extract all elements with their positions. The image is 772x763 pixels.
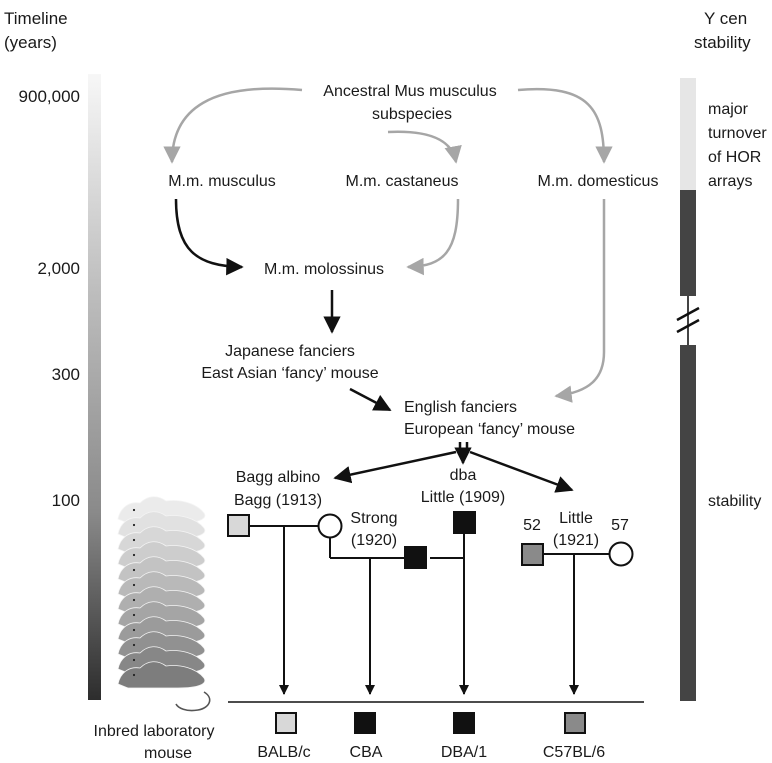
strain-balbc-square <box>275 712 297 734</box>
strain-cba-square <box>354 712 376 734</box>
ycen-major-label-line2: turnover <box>708 125 767 142</box>
bagg-label-line1: Bagg albino <box>236 469 321 486</box>
arrow-japanese-to-english <box>349 387 392 412</box>
inbred-strains: Inbred laboratory mouse BALB/c CBA DBA/1… <box>94 712 605 762</box>
mouse-52-label: 52 <box>523 517 541 534</box>
ycen-major-label-line3: of HOR <box>708 149 761 166</box>
arrow-english-to-little <box>469 450 574 493</box>
strong-male-square <box>404 546 427 569</box>
little-57-circle <box>608 541 634 567</box>
mouse-eye <box>132 598 136 602</box>
node-japanese-line2: East Asian ‘fancy’ mouse <box>201 365 378 382</box>
arrow-ancestral-to-domesticus <box>517 87 613 164</box>
strong-label-line2: (1920) <box>351 532 397 549</box>
ycen-stability-axis: Y cen stability major turnover of HOR ar… <box>676 9 767 701</box>
timeline-tick-2000: 2,000 <box>37 259 80 278</box>
node-japanese-line1: Japanese fanciers <box>225 343 355 360</box>
subspecies-tree: Ancestral Mus musculus subspecies M.m. m… <box>163 83 659 438</box>
little-label-line1: Little <box>559 510 593 527</box>
node-musculus: M.m. musculus <box>168 173 276 190</box>
dba-male-square <box>453 511 476 534</box>
strong-label-line1: Strong <box>350 510 397 527</box>
ycen-stable-segment-upper <box>680 190 696 296</box>
strain-c57bl6-label: C57BL/6 <box>543 744 605 761</box>
inbred-label-line1: Inbred laboratory <box>94 723 215 740</box>
mouse-eye <box>132 658 136 662</box>
node-domesticus: M.m. domesticus <box>538 173 659 190</box>
mouse-silhouette <box>117 661 206 689</box>
mouse-eye <box>132 673 136 677</box>
bagg-label-line2: Bagg (1913) <box>234 492 322 509</box>
ycen-major-label-line4: arrays <box>708 173 752 190</box>
mouse-eye <box>132 508 136 512</box>
timeline-tick-100: 100 <box>52 491 80 510</box>
arrow-ancestral-to-castaneus <box>387 130 462 164</box>
dba-label-line1: dba <box>450 467 477 484</box>
timeline-gradient-bar <box>88 74 101 700</box>
timeline-title-line1: Timeline <box>4 9 68 28</box>
ycen-stability-label: stability <box>708 493 761 510</box>
ycen-major-label-line1: major <box>708 101 749 118</box>
node-ancestral-line2: subspecies <box>372 106 452 123</box>
mouse-eye <box>132 553 136 557</box>
little-52-square <box>521 543 544 566</box>
bagg-male-square <box>227 514 250 537</box>
node-molossinus: M.m. molossinus <box>264 261 384 278</box>
founder-pedigree: Bagg albino Bagg (1913) dba Little (1909… <box>227 442 644 703</box>
little-label-line2: (1921) <box>553 532 599 549</box>
mouse-eye <box>132 628 136 632</box>
mouse-eye <box>132 643 136 647</box>
mouse-eye <box>132 583 136 587</box>
strain-c57bl6-square <box>564 712 586 734</box>
mouse-generations-illustration <box>117 496 211 712</box>
timeline-title-line2: (years) <box>4 33 57 52</box>
arrow-english-to-bagg <box>333 450 457 484</box>
timeline-axis: Timeline (years) 900,000 2,000 300 100 <box>4 9 101 700</box>
arrow-domesticus-to-english <box>554 199 606 403</box>
strain-cba-label: CBA <box>350 744 383 761</box>
mouse-eye <box>132 568 136 572</box>
inbred-label-line2: mouse <box>144 745 192 762</box>
mouse-tail <box>175 691 211 712</box>
bagg-female-circle <box>317 513 343 539</box>
dba-label-line2: Little (1909) <box>421 489 506 506</box>
arrow-ancestral-to-musculus <box>163 87 303 164</box>
ycen-major-turnover-segment <box>680 78 696 190</box>
mouse-eye <box>132 613 136 617</box>
ycen-break-slash-1 <box>676 306 700 322</box>
mouse-57-label: 57 <box>611 517 629 534</box>
timeline-tick-900000: 900,000 <box>19 87 80 106</box>
strain-balbc-label: BALB/c <box>257 744 310 761</box>
strain-dba1-square <box>453 712 475 734</box>
ycen-title-line1: Y cen <box>704 9 747 28</box>
strain-dba1-label: DBA/1 <box>441 744 487 761</box>
ycen-break-slash-2 <box>676 318 700 334</box>
ycen-title-line2: stability <box>694 33 751 52</box>
timeline-tick-300: 300 <box>52 365 80 384</box>
node-castaneus: M.m. castaneus <box>346 173 459 190</box>
mouse-eye <box>132 538 136 542</box>
ycen-stable-segment-lower <box>680 345 696 701</box>
arrow-castaneus-to-molossinus <box>406 198 460 276</box>
node-english-line1: English fanciers <box>404 399 517 416</box>
node-english-line2: European ‘fancy’ mouse <box>404 421 575 438</box>
arrow-musculus-to-molossinus <box>174 198 244 276</box>
mouse-eye <box>132 523 136 527</box>
node-ancestral-line1: Ancestral Mus musculus <box>323 83 496 100</box>
